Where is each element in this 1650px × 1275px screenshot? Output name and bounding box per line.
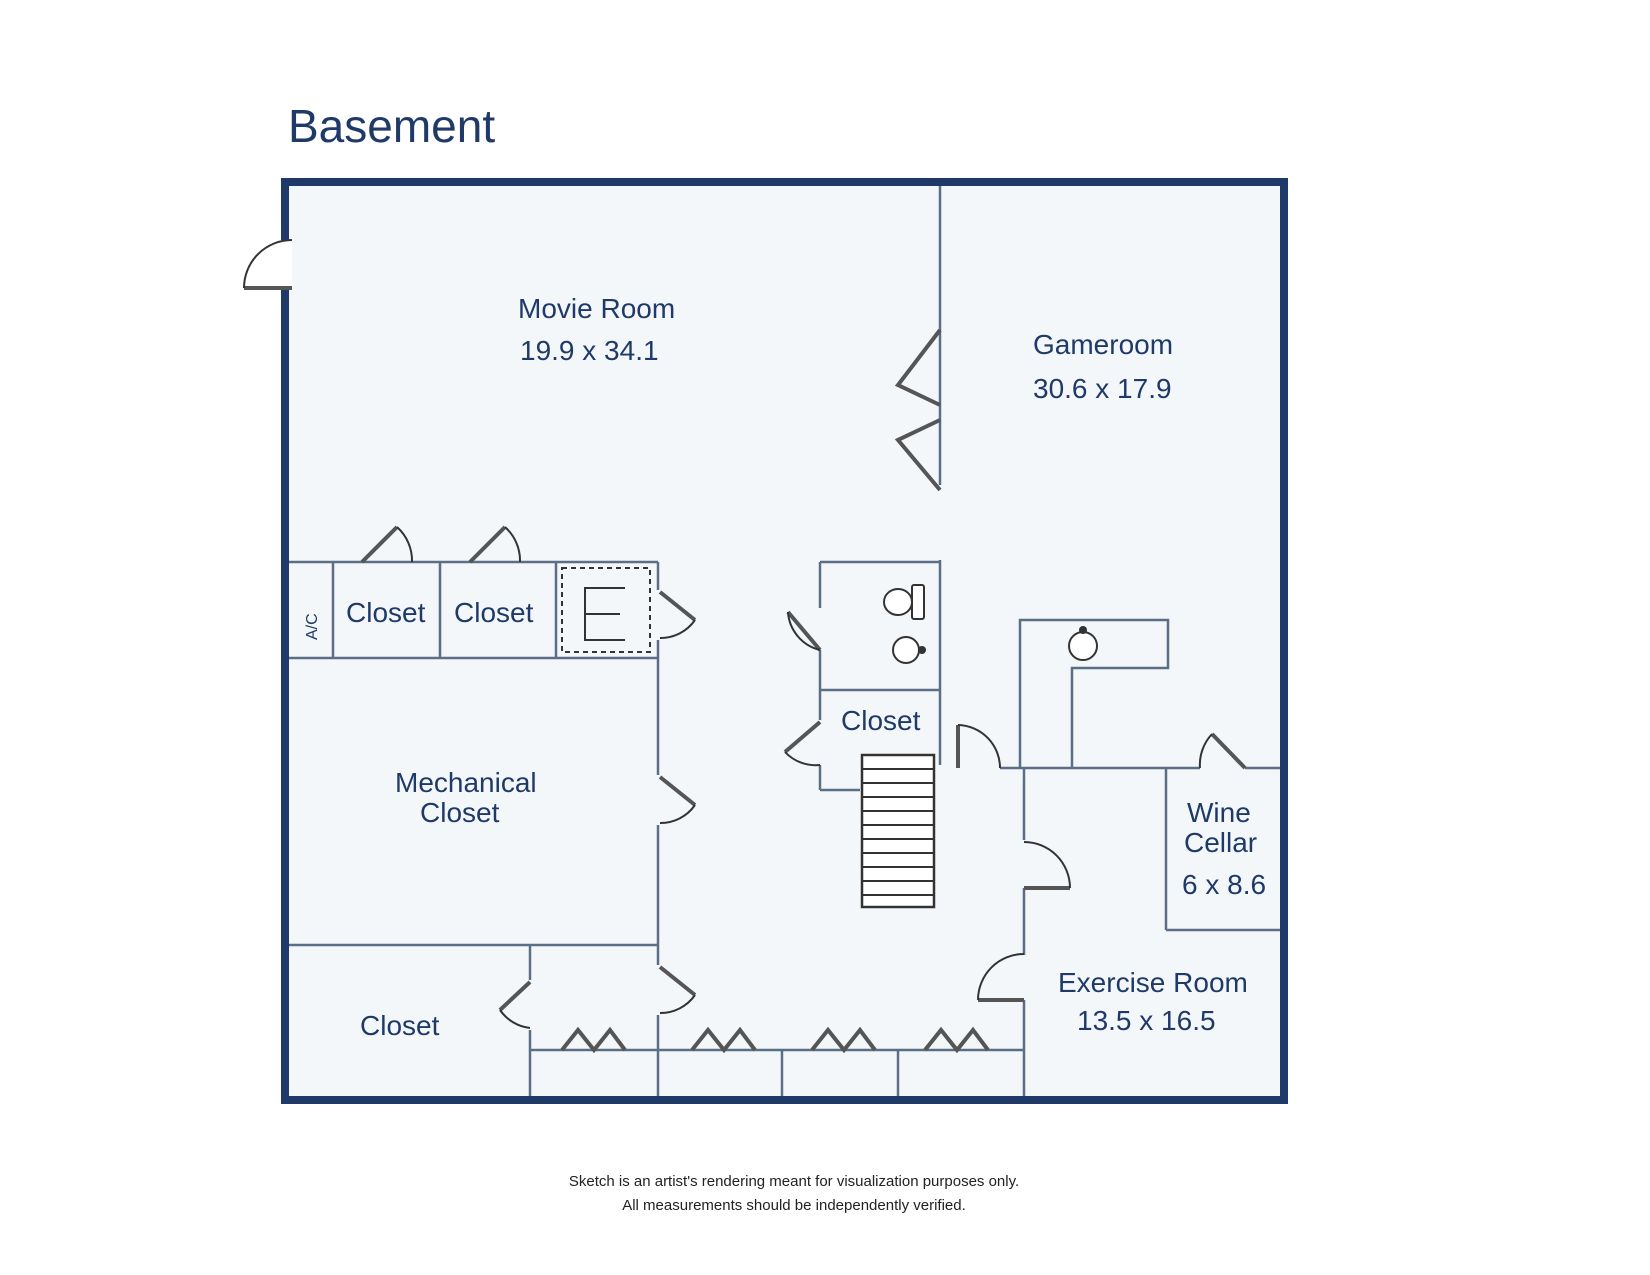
room-name-ac: A/C xyxy=(304,613,321,640)
bifold-door-icon xyxy=(894,328,942,492)
gameroom-door-icon xyxy=(956,724,1001,769)
room-size-movie: 19.9 x 34.1 xyxy=(520,335,659,366)
bath-sink-icon xyxy=(892,636,926,664)
bifold-door-icon xyxy=(560,1026,627,1054)
bath-door-icon xyxy=(786,610,822,652)
toilet-icon xyxy=(883,584,925,620)
bifold-door-icon xyxy=(690,1026,757,1054)
room-name-closet-1: Closet xyxy=(346,597,426,628)
plan-title: Basement xyxy=(288,100,495,152)
bar-sink-icon xyxy=(1068,626,1098,661)
outer-wall xyxy=(281,178,1288,1104)
interior-walls xyxy=(289,186,1280,1096)
closet-door-icon xyxy=(468,525,522,564)
entry-door xyxy=(243,239,293,290)
room-name-mechanical-1: Mechanical xyxy=(395,767,537,798)
closet-door-icon xyxy=(658,590,697,640)
room-name-closet-2: Closet xyxy=(454,597,534,628)
room-name-stair-closet: Closet xyxy=(841,705,921,736)
bottom-closet-door-icon xyxy=(498,980,532,1029)
wine-cellar-door-icon xyxy=(1198,732,1247,770)
mechanical-door-icon xyxy=(658,775,697,825)
bifold-door-icon xyxy=(923,1026,990,1054)
closet-door-icon xyxy=(360,525,414,564)
room-name-mechanical-2: Closet xyxy=(420,797,500,828)
staircase xyxy=(860,753,936,909)
room-size-wine: 6 x 8.6 xyxy=(1182,869,1266,900)
room-name-wine-1: Wine xyxy=(1187,797,1251,828)
stair-closet-door-icon xyxy=(783,720,822,767)
room-name-gameroom: Gameroom xyxy=(1033,329,1173,360)
disclaimer-line-1: Sketch is an artist's rendering meant fo… xyxy=(569,1173,1019,1190)
room-size-gameroom: 30.6 x 17.9 xyxy=(1033,373,1172,404)
water-heater-icon xyxy=(561,567,651,653)
room-name-exercise: Exercise Room xyxy=(1058,967,1248,998)
bifold-door-icon xyxy=(810,1026,877,1054)
floor-area xyxy=(285,182,1284,1100)
room-size-exercise: 13.5 x 16.5 xyxy=(1077,1005,1216,1036)
room-name-movie: Movie Room xyxy=(518,293,675,324)
bottom-closet-door-icon xyxy=(658,965,697,1015)
exercise-door-icon xyxy=(1023,841,1071,890)
exercise-door-icon xyxy=(977,953,1025,1002)
room-name-bottom-closet: Closet xyxy=(360,1010,440,1041)
disclaimer-line-2: All measurements should be independently… xyxy=(622,1197,966,1214)
room-name-wine-2: Cellar xyxy=(1184,827,1257,858)
